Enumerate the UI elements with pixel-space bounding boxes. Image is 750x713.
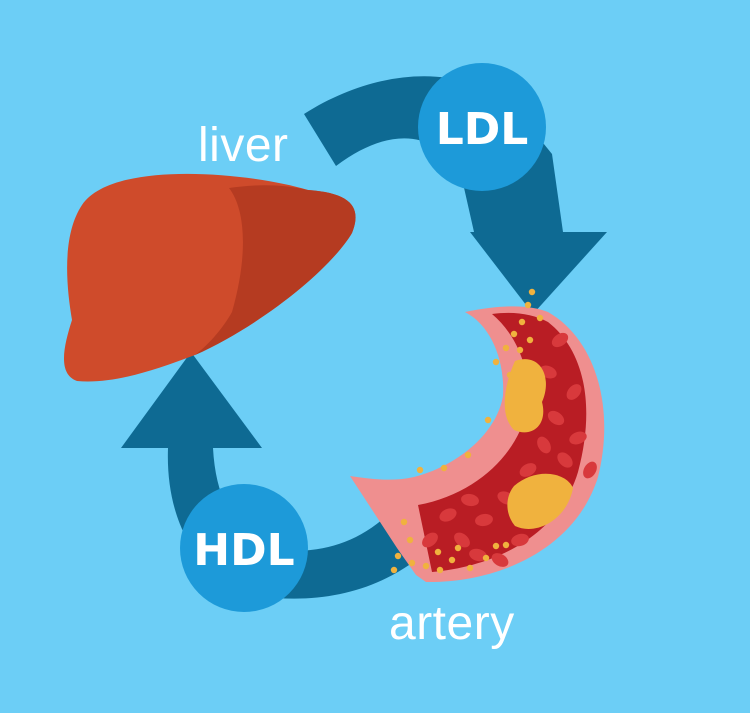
cholesterol-particle xyxy=(464,451,472,459)
cholesterol-particle xyxy=(466,564,474,572)
cholesterol-particle xyxy=(492,358,500,366)
cholesterol-particle xyxy=(440,464,448,472)
cholesterol-particle xyxy=(482,554,490,562)
cholesterol-particle xyxy=(448,556,456,564)
liver-label: liver xyxy=(198,119,289,172)
liver-right-lobe xyxy=(195,185,356,355)
plaque-upper xyxy=(504,359,546,433)
plaque-lower xyxy=(507,473,573,529)
cholesterol-particle xyxy=(484,416,492,424)
red-blood-cell xyxy=(537,436,551,454)
red-blood-cell xyxy=(566,384,582,400)
hdl-badge-label: HDL xyxy=(193,525,294,576)
cholesterol-particles xyxy=(390,288,544,574)
cholesterol-particle xyxy=(516,346,524,354)
cholesterol-particle xyxy=(502,344,510,352)
red-blood-cell xyxy=(469,548,487,562)
red-blood-cell xyxy=(475,513,493,527)
red-blood-cell xyxy=(583,461,597,479)
cholesterol-particle xyxy=(510,330,518,338)
cholesterol-particle xyxy=(434,548,442,556)
red-blood-cell xyxy=(439,508,457,522)
cholesterol-particle xyxy=(506,371,514,379)
artery-illustration xyxy=(350,288,605,583)
red-blood-cell xyxy=(454,532,470,548)
ldl-arrow-head xyxy=(470,232,607,314)
cholesterol-particle xyxy=(394,552,402,560)
cholesterol-particle xyxy=(400,518,408,526)
red-blood-cell xyxy=(557,452,573,468)
liver-illustration xyxy=(63,173,356,382)
cholesterol-particle xyxy=(518,318,526,326)
red-blood-cell xyxy=(461,493,479,507)
red-blood-cell xyxy=(491,553,509,567)
red-blood-cell xyxy=(422,532,438,548)
ldl-badge-label: LDL xyxy=(436,104,529,155)
cholesterol-particle xyxy=(536,314,544,322)
red-blood-cell xyxy=(511,533,529,547)
cholesterol-particle xyxy=(422,562,430,570)
red-blood-cell xyxy=(551,332,569,348)
artery-label: artery xyxy=(389,597,515,650)
cholesterol-particle xyxy=(526,336,534,344)
cholesterol-particle xyxy=(454,544,462,552)
cholesterol-particle xyxy=(436,566,444,574)
ldl-badge-circle xyxy=(418,63,546,191)
hdl-badge: HDL xyxy=(180,484,308,612)
red-blood-cell xyxy=(519,463,537,477)
red-blood-cell xyxy=(547,410,565,426)
cholesterol-particle xyxy=(528,288,536,296)
hdl-badge-circle xyxy=(180,484,308,612)
red-blood-cell xyxy=(569,431,587,445)
cholesterol-particle xyxy=(390,566,398,574)
hdl-arrow-head xyxy=(121,352,262,448)
cholesterol-particle xyxy=(416,466,424,474)
cholesterol-particle xyxy=(492,542,500,550)
cholesterol-particle xyxy=(408,559,416,567)
ldl-badge: LDL xyxy=(418,63,546,191)
cholesterol-particle xyxy=(524,301,532,309)
cholesterol-particle xyxy=(406,536,414,544)
cholesterol-particle xyxy=(502,541,510,549)
